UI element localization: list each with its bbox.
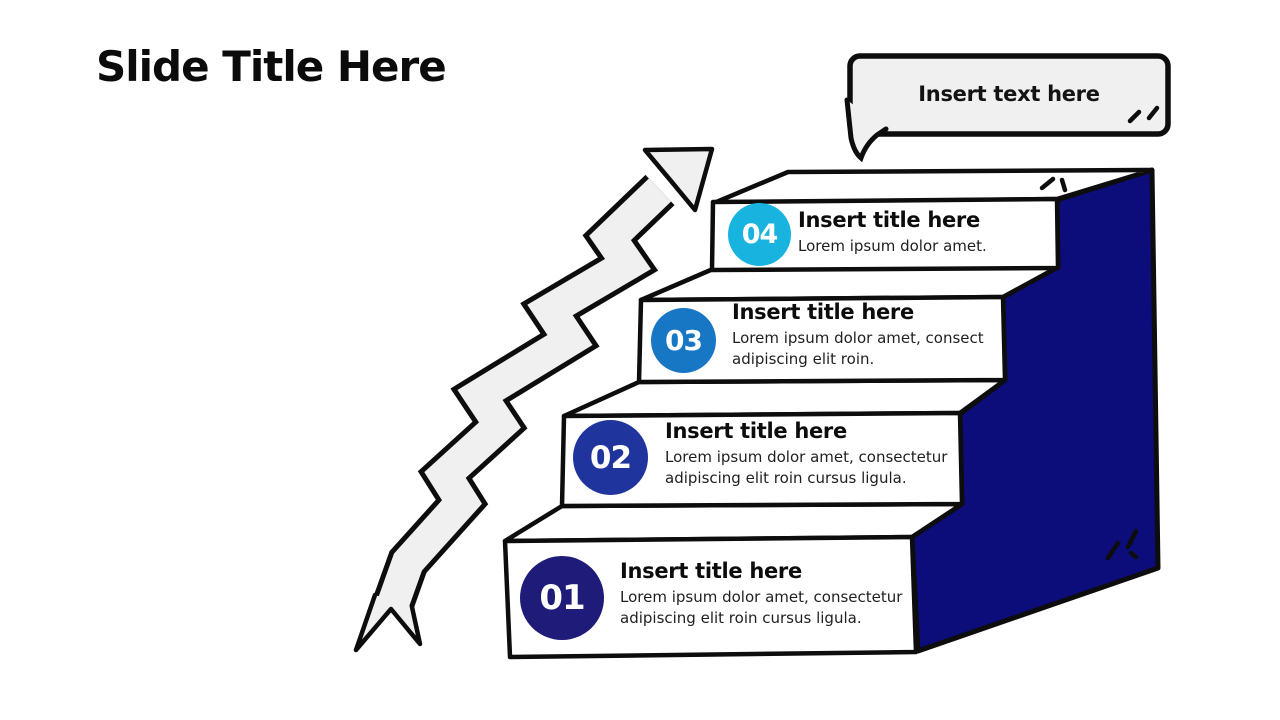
step-1-front-face [502, 534, 919, 660]
step-2-desc-line-1: Lorem ipsum dolor amet, consectetur [665, 448, 948, 466]
step-1-desc-line-1: Lorem ipsum dolor amet, consectetur [620, 588, 903, 606]
tick-icon [1059, 177, 1068, 193]
step-2-text[interactable]: Insert title here Lorem ipsum dolor amet… [665, 419, 947, 489]
step-2-title: Insert title here [665, 419, 847, 443]
growth-arrow [353, 146, 715, 653]
step-4-text[interactable]: Insert title here Lorem ipsum dolor amet… [798, 208, 987, 257]
step-3-front-face [636, 294, 1008, 385]
step-2-front-face [559, 410, 965, 509]
step-3-number-badge: 03 [651, 308, 716, 373]
step-1-title: Insert title here [620, 559, 802, 583]
tick-icon [1128, 550, 1139, 560]
step-1-description: Lorem ipsum dolor amet, consectetur adip… [620, 587, 902, 629]
arrow-tail [353, 592, 423, 653]
arrowhead-icon [642, 146, 715, 213]
step-3-text[interactable]: Insert title here Lorem ipsum dolor amet… [732, 300, 984, 370]
step-3-title: Insert title here [732, 300, 914, 324]
staircase [502, 167, 1161, 660]
step-3-description: Lorem ipsum dolor amet, consect adipisci… [732, 328, 984, 370]
tick-icon [1127, 109, 1142, 124]
step-4-description: Lorem ipsum dolor amet. [798, 236, 987, 257]
arrow-band-fill [377, 178, 672, 610]
page-title[interactable]: Slide Title Here [96, 42, 447, 91]
speech-bubble [844, 53, 1171, 163]
step-2-top-face [561, 377, 1008, 419]
step-4-front-face [709, 196, 1061, 273]
step-1-number-badge: 01 [520, 556, 604, 640]
step-2-number-badge: 02 [573, 420, 648, 495]
speech-bubble-body [847, 53, 1171, 137]
speech-bubble-text[interactable]: Insert text here [918, 82, 1100, 106]
step-3-desc-line-2: adipiscing elit roin. [732, 350, 875, 368]
step-2-desc-line-2: adipiscing elit roin cursus ligula. [665, 469, 907, 487]
doodle-ticks [1039, 176, 1139, 561]
step-4-number-badge: 04 [728, 203, 791, 266]
step-4-title: Insert title here [798, 208, 980, 232]
speech-bubble-tail [844, 97, 889, 163]
tick-icon [1146, 105, 1160, 121]
tick-icon [1125, 528, 1139, 550]
step-1-text[interactable]: Insert title here Lorem ipsum dolor amet… [620, 559, 902, 629]
tick-icon [1039, 176, 1056, 191]
step-1-desc-line-2: adipiscing elit roin cursus ligula. [620, 609, 862, 627]
step-4-desc-line-1: Lorem ipsum dolor amet. [798, 237, 987, 255]
step-3-desc-line-1: Lorem ipsum dolor amet, consect [732, 329, 984, 347]
step-2-description: Lorem ipsum dolor amet, consectetur adip… [665, 447, 947, 489]
tick-icon [1105, 540, 1121, 561]
